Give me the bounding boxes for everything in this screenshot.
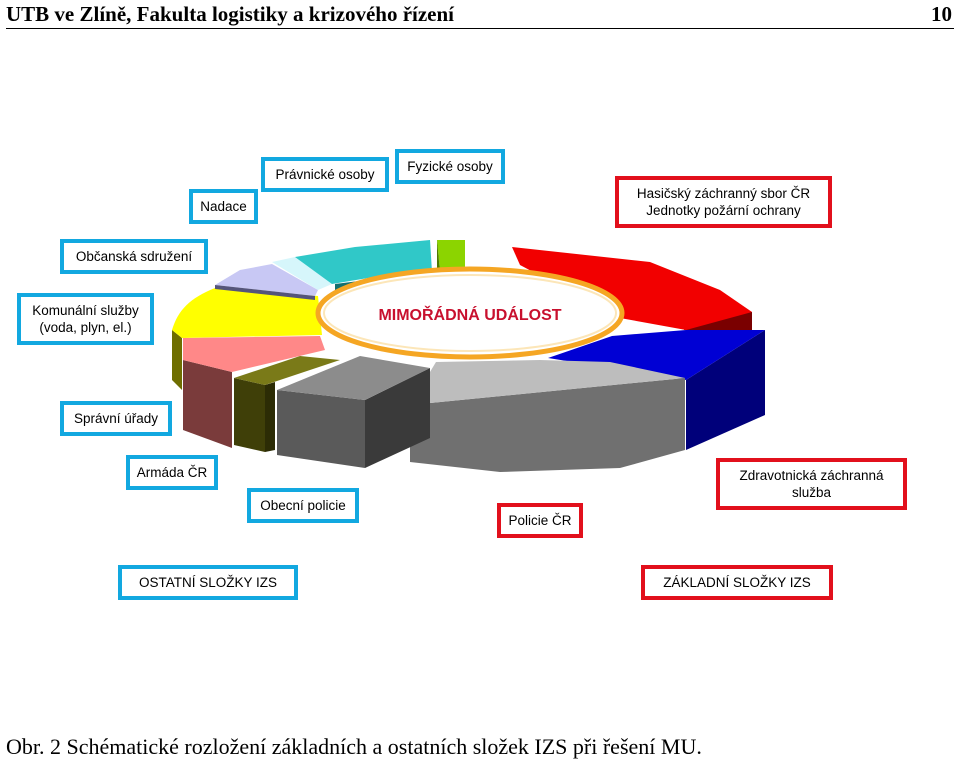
- page-number: 10: [931, 2, 952, 26]
- label-nadace: Nadace: [189, 189, 258, 224]
- slice-nadace: [272, 257, 332, 290]
- center-event: MIMOŘÁDNÁ UDÁLOST: [315, 266, 625, 360]
- label-hzs-line1: Hasičský záchranný sbor ČR: [636, 186, 811, 201]
- slice-armada: [234, 356, 340, 452]
- label-komunalni-line2: (voda, plyn, el.): [39, 320, 132, 335]
- slice-obcanska-sdruzeni: [215, 264, 318, 300]
- label-hzs-line2: Jednotky požární ochrany: [646, 203, 801, 218]
- slice-spravni-urady: [183, 336, 325, 448]
- label-komunalni-line1: Komunální služby: [32, 303, 139, 318]
- slice-policie: [410, 360, 685, 472]
- slice-fyzicke-osoby: [437, 240, 465, 272]
- label-basic-group: ZÁKLADNÍ SLOŽKY IZS: [641, 565, 833, 600]
- label-spravni-urady: Správní úřady: [60, 401, 172, 436]
- header-title: UTB ve Zlíně, Fakulta logistiky a krizov…: [6, 2, 455, 26]
- label-other-group: OSTATNÍ SLOŽKY IZS: [118, 565, 298, 600]
- slice-obecni-policie: [277, 356, 430, 468]
- label-komunalni-sluzby: Komunální služby (voda, plyn, el.): [17, 293, 154, 345]
- label-obecni-policie: Obecní policie: [247, 488, 359, 523]
- page-header: UTB ve Zlíně, Fakulta logistiky a krizov…: [6, 2, 954, 29]
- slice-hzs: [512, 247, 752, 330]
- slice-zzs: [548, 330, 765, 450]
- center-event-label: MIMOŘÁDNÁ UDÁLOST: [378, 305, 561, 324]
- label-zzs-line2: služba: [791, 485, 832, 500]
- label-fyzicke-osoby: Fyzické osoby: [395, 149, 505, 184]
- label-armada-cr: Armáda ČR: [126, 455, 218, 490]
- label-obcanska-sdruzeni: Občanská sdružení: [60, 239, 208, 274]
- label-policie-cr: Policie ČR: [497, 503, 583, 538]
- label-zzs-line1: Zdravotnická záchranná: [739, 468, 884, 483]
- label-zzs: Zdravotnická záchranná služba: [716, 458, 907, 510]
- figure-caption: Obr. 2 Schématické rozložení základních …: [6, 734, 702, 759]
- label-pravnicke-osoby: Právnické osoby: [261, 157, 389, 192]
- label-hzs: Hasičský záchranný sbor ČR Jednotky požá…: [615, 176, 832, 228]
- slice-komunalni: [172, 288, 322, 390]
